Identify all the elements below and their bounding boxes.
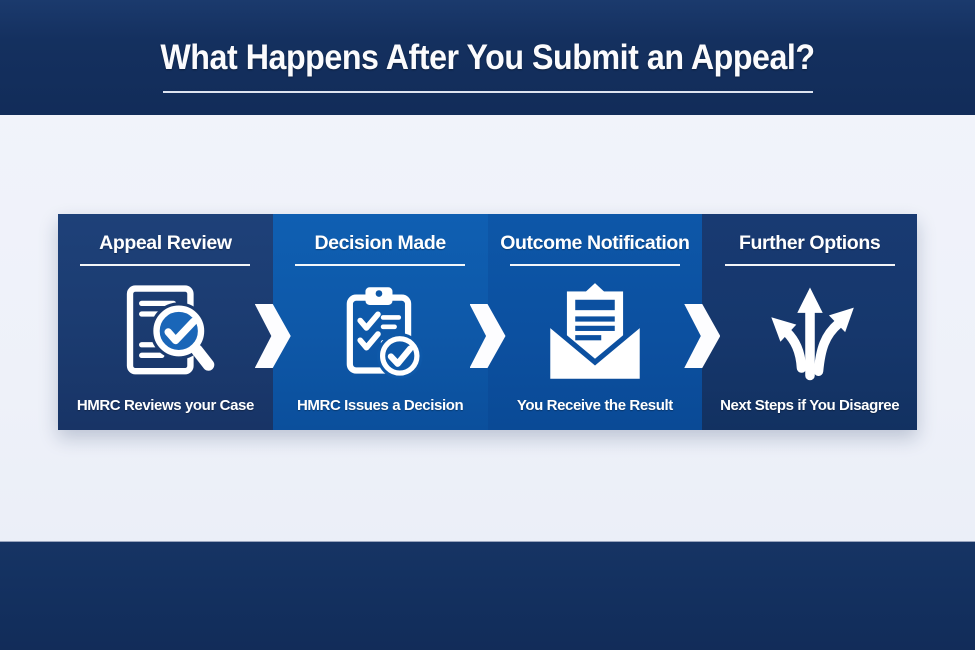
step-title-underline [295, 264, 466, 266]
step-title: Appeal Review [99, 232, 232, 254]
document-magnifier-check-icon [112, 266, 218, 397]
process-flow: Appeal Review HMRC Reviews [58, 214, 917, 430]
header-banner: What Happens After You Submit an Appeal? [0, 0, 975, 115]
step-card-appeal-review: Appeal Review HMRC Reviews [58, 214, 273, 430]
envelope-letter-icon [543, 266, 647, 397]
step-card-outcome-notification: Outcome Notification You Receive the [487, 214, 703, 430]
step-title-underline [509, 264, 680, 266]
step-title-underline [724, 264, 895, 266]
page-title: What Happens After You Submit an Appeal? [160, 38, 815, 77]
step-caption: Next Steps if You Disagree [720, 397, 900, 414]
footer-banner [0, 541, 975, 650]
branching-arrows-icon [757, 266, 863, 397]
step-card-further-options: Further Options Next Steps if You [702, 214, 917, 430]
step-caption: HMRC Reviews your Case [76, 397, 255, 414]
step-caption: HMRC Issues a Decision [296, 397, 464, 414]
step-title: Outcome Notification [500, 232, 690, 254]
step-title: Decision Made [314, 232, 446, 254]
clipboard-checklist-icon [328, 266, 432, 397]
step-card-decision-made: Decision Made [272, 214, 488, 430]
step-caption: You Receive the Result [516, 397, 673, 414]
title-underline [162, 91, 813, 93]
step-title-underline [80, 264, 251, 266]
step-title: Further Options [738, 232, 881, 254]
